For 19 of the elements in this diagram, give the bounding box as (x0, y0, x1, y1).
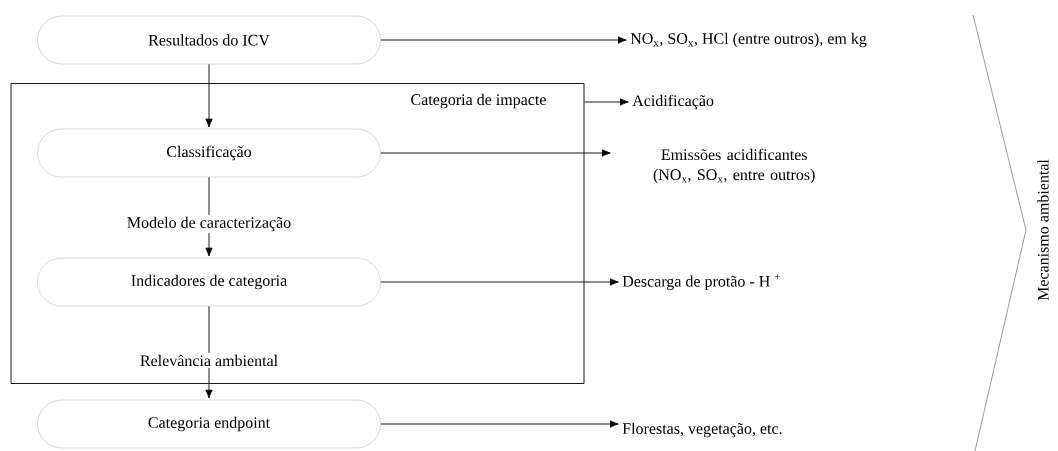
result-text: Florestas, vegetação, etc. (622, 422, 782, 438)
arrow (380, 36, 627, 44)
arrow (380, 149, 611, 157)
process-box: Resultados do ICV (37, 15, 381, 65)
arrow (205, 305, 213, 399)
arrow (380, 278, 619, 286)
arrow (205, 63, 213, 128)
edge-label: Modelo de caracterização (124, 214, 294, 234)
result-text: Acidificação (632, 94, 714, 110)
side-label: Mecanismo ambiental (1037, 159, 1049, 301)
process-box: Classificação (37, 128, 381, 178)
process-box: Categoria endpoint (37, 399, 381, 449)
result-text: NO$_{x}$, SO$_{x}$, HCl (entre outros), em kg (630, 32, 867, 48)
result-text: Emissões acidificantes (NO$_{x}$, SO$_{x}$, entre outros) (653, 148, 815, 184)
arrow (380, 420, 619, 428)
edge-label: Relevância ambiental (137, 352, 281, 369)
arrow (584, 98, 629, 106)
result-text: Descarga de protão - H $^{+}$ (622, 274, 781, 291)
process-box: Indicadores de categoria (37, 257, 381, 307)
